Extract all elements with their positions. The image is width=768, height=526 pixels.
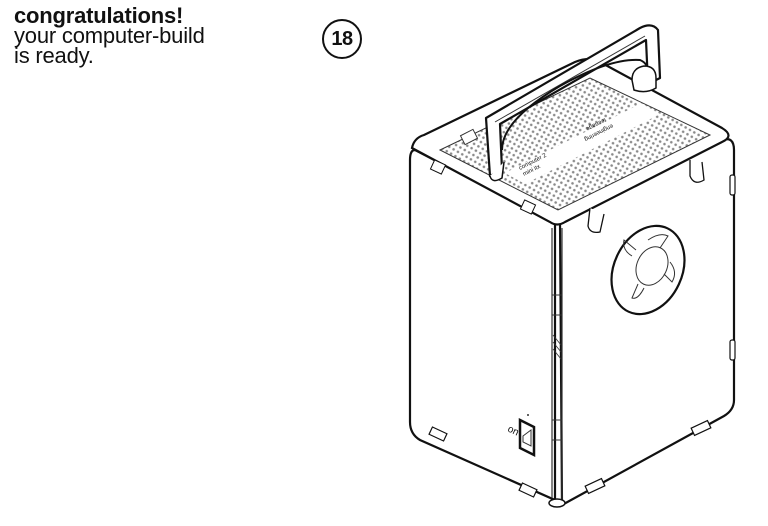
case-front-edge	[548, 228, 566, 508]
caption-title: congratulations!	[14, 3, 184, 28]
step-number: 18	[331, 27, 353, 50]
caption: congratulations! your computer-build is …	[14, 3, 205, 68]
step-number-badge: 18	[322, 19, 362, 59]
caption-line-1: your computer-build	[14, 23, 205, 48]
power-switch: on	[506, 414, 536, 458]
case-left-face	[408, 148, 557, 502]
switch-label: on	[506, 424, 521, 439]
fan-icon	[610, 224, 686, 316]
carry-handle	[484, 24, 662, 182]
caption-line-2: is ready.	[14, 43, 94, 68]
case-feet	[428, 419, 712, 498]
case-top-face: computer 2 mini itx teenage engineering	[410, 57, 730, 234]
